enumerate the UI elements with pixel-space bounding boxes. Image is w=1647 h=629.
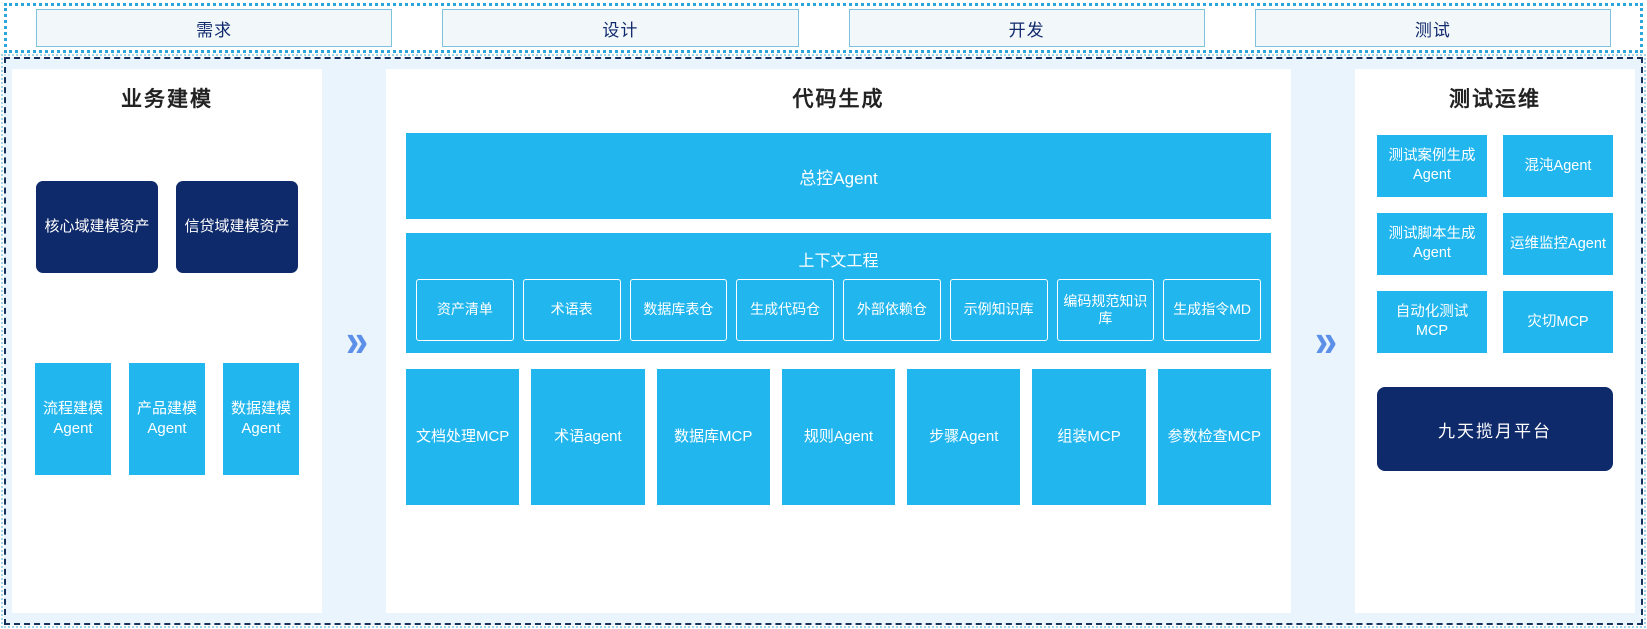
panel-title-code-generation: 代码生成 — [792, 88, 885, 111]
asset-credit-domain[interactable]: 信贷域建模资产 — [176, 181, 298, 273]
context-item-external-dependency-repo[interactable]: 外部依赖仓 — [843, 279, 941, 341]
code-generation-content: 总控Agent 上下文工程 资产清单 术语表 数据库表仓 生成代码仓 外部依赖仓… — [386, 113, 1291, 523]
context-item-generated-code-repo[interactable]: 生成代码仓 — [736, 279, 834, 341]
context-item-asset-list[interactable]: 资产清单 — [416, 279, 514, 341]
phase-strip: 需求 设计 开发 测试 — [4, 3, 1643, 53]
panel-business-modeling: 业务建模 核心域建模资产 信贷域建模资产 流程建模Agent 产品建模Agent… — [12, 69, 322, 613]
tool-row: 文档处理MCP 术语agent 数据库MCP 规则Agent 步骤Agent 组… — [406, 369, 1271, 505]
agent-data-modeling[interactable]: 数据建模Agent — [223, 363, 299, 475]
context-engineering-items: 资产清单 术语表 数据库表仓 生成代码仓 外部依赖仓 示例知识库 编码规范知识库… — [416, 279, 1261, 341]
chaos-agent[interactable]: 混沌Agent — [1503, 135, 1613, 197]
context-item-db-table-repo[interactable]: 数据库表仓 — [629, 279, 728, 341]
jiutian-lanyue-platform[interactable]: 九天揽月平台 — [1377, 387, 1613, 471]
tool-assembly-mcp[interactable]: 组装MCP — [1032, 369, 1146, 505]
test-case-generation-agent[interactable]: 测试案例生成Agent — [1377, 135, 1487, 197]
tool-database-mcp[interactable]: 数据库MCP — [656, 369, 770, 505]
phase-button-design[interactable]: 设计 — [442, 9, 799, 47]
context-item-glossary[interactable]: 术语表 — [522, 279, 621, 341]
double-chevron-right-icon: » — [1314, 315, 1337, 367]
phase-button-requirements[interactable]: 需求 — [36, 9, 393, 47]
context-item-generation-instruction-md[interactable]: 生成指令MD — [1163, 279, 1261, 341]
automated-test-mcp[interactable]: 自动化测试MCP — [1377, 291, 1487, 353]
business-asset-row: 核心域建模资产 信贷域建模资产 — [36, 181, 298, 273]
context-item-example-knowledge-base[interactable]: 示例知识库 — [949, 279, 1048, 341]
arrow-left-to-center: » — [322, 69, 386, 613]
panel-test-operations: 测试运维 测试案例生成Agent 混沌Agent 测试脚本生成Agent 运维监… — [1355, 69, 1635, 613]
context-engineering-title: 上下文工程 — [798, 253, 879, 270]
tool-rule-agent[interactable]: 规则Agent — [781, 369, 896, 505]
asset-core-domain[interactable]: 核心域建模资产 — [36, 181, 158, 273]
ops-monitoring-agent[interactable]: 运维监控Agent — [1503, 213, 1613, 275]
panel-title-test-operations: 测试运维 — [1449, 88, 1541, 111]
arrow-center-to-right: » — [1291, 69, 1355, 613]
disaster-switch-mcp[interactable]: 灾切MCP — [1503, 291, 1613, 353]
test-script-generation-agent[interactable]: 测试脚本生成Agent — [1377, 213, 1487, 275]
phase-button-testing[interactable]: 测试 — [1254, 9, 1611, 47]
business-agent-row: 流程建模Agent 产品建模Agent 数据建模Agent — [35, 363, 299, 475]
context-item-coding-standard-knowledge-base[interactable]: 编码规范知识库 — [1056, 279, 1155, 341]
agent-process-modeling[interactable]: 流程建模Agent — [35, 363, 111, 475]
double-chevron-right-icon: » — [345, 315, 368, 367]
panel-title-business-modeling: 业务建模 — [121, 88, 213, 111]
panel-code-generation: 代码生成 总控Agent 上下文工程 资产清单 术语表 数据库表仓 生成代码仓 … — [386, 69, 1291, 613]
phase-button-development[interactable]: 开发 — [848, 9, 1205, 47]
tool-glossary-agent[interactable]: 术语agent — [531, 369, 645, 505]
main-region: 业务建模 核心域建模资产 信贷域建模资产 流程建模Agent 产品建模Agent… — [1, 54, 1646, 628]
test-ops-grid: 测试案例生成Agent 混沌Agent 测试脚本生成Agent 运维监控Agen… — [1377, 135, 1613, 353]
agent-product-modeling[interactable]: 产品建模Agent — [129, 363, 205, 475]
tool-parameter-check-mcp[interactable]: 参数检查MCP — [1157, 369, 1271, 505]
master-control-agent[interactable]: 总控Agent — [406, 133, 1271, 219]
context-engineering-block: 上下文工程 资产清单 术语表 数据库表仓 生成代码仓 外部依赖仓 示例知识库 编… — [406, 233, 1271, 353]
tool-document-processing-mcp[interactable]: 文档处理MCP — [406, 369, 520, 505]
tool-step-agent[interactable]: 步骤Agent — [907, 369, 1021, 505]
